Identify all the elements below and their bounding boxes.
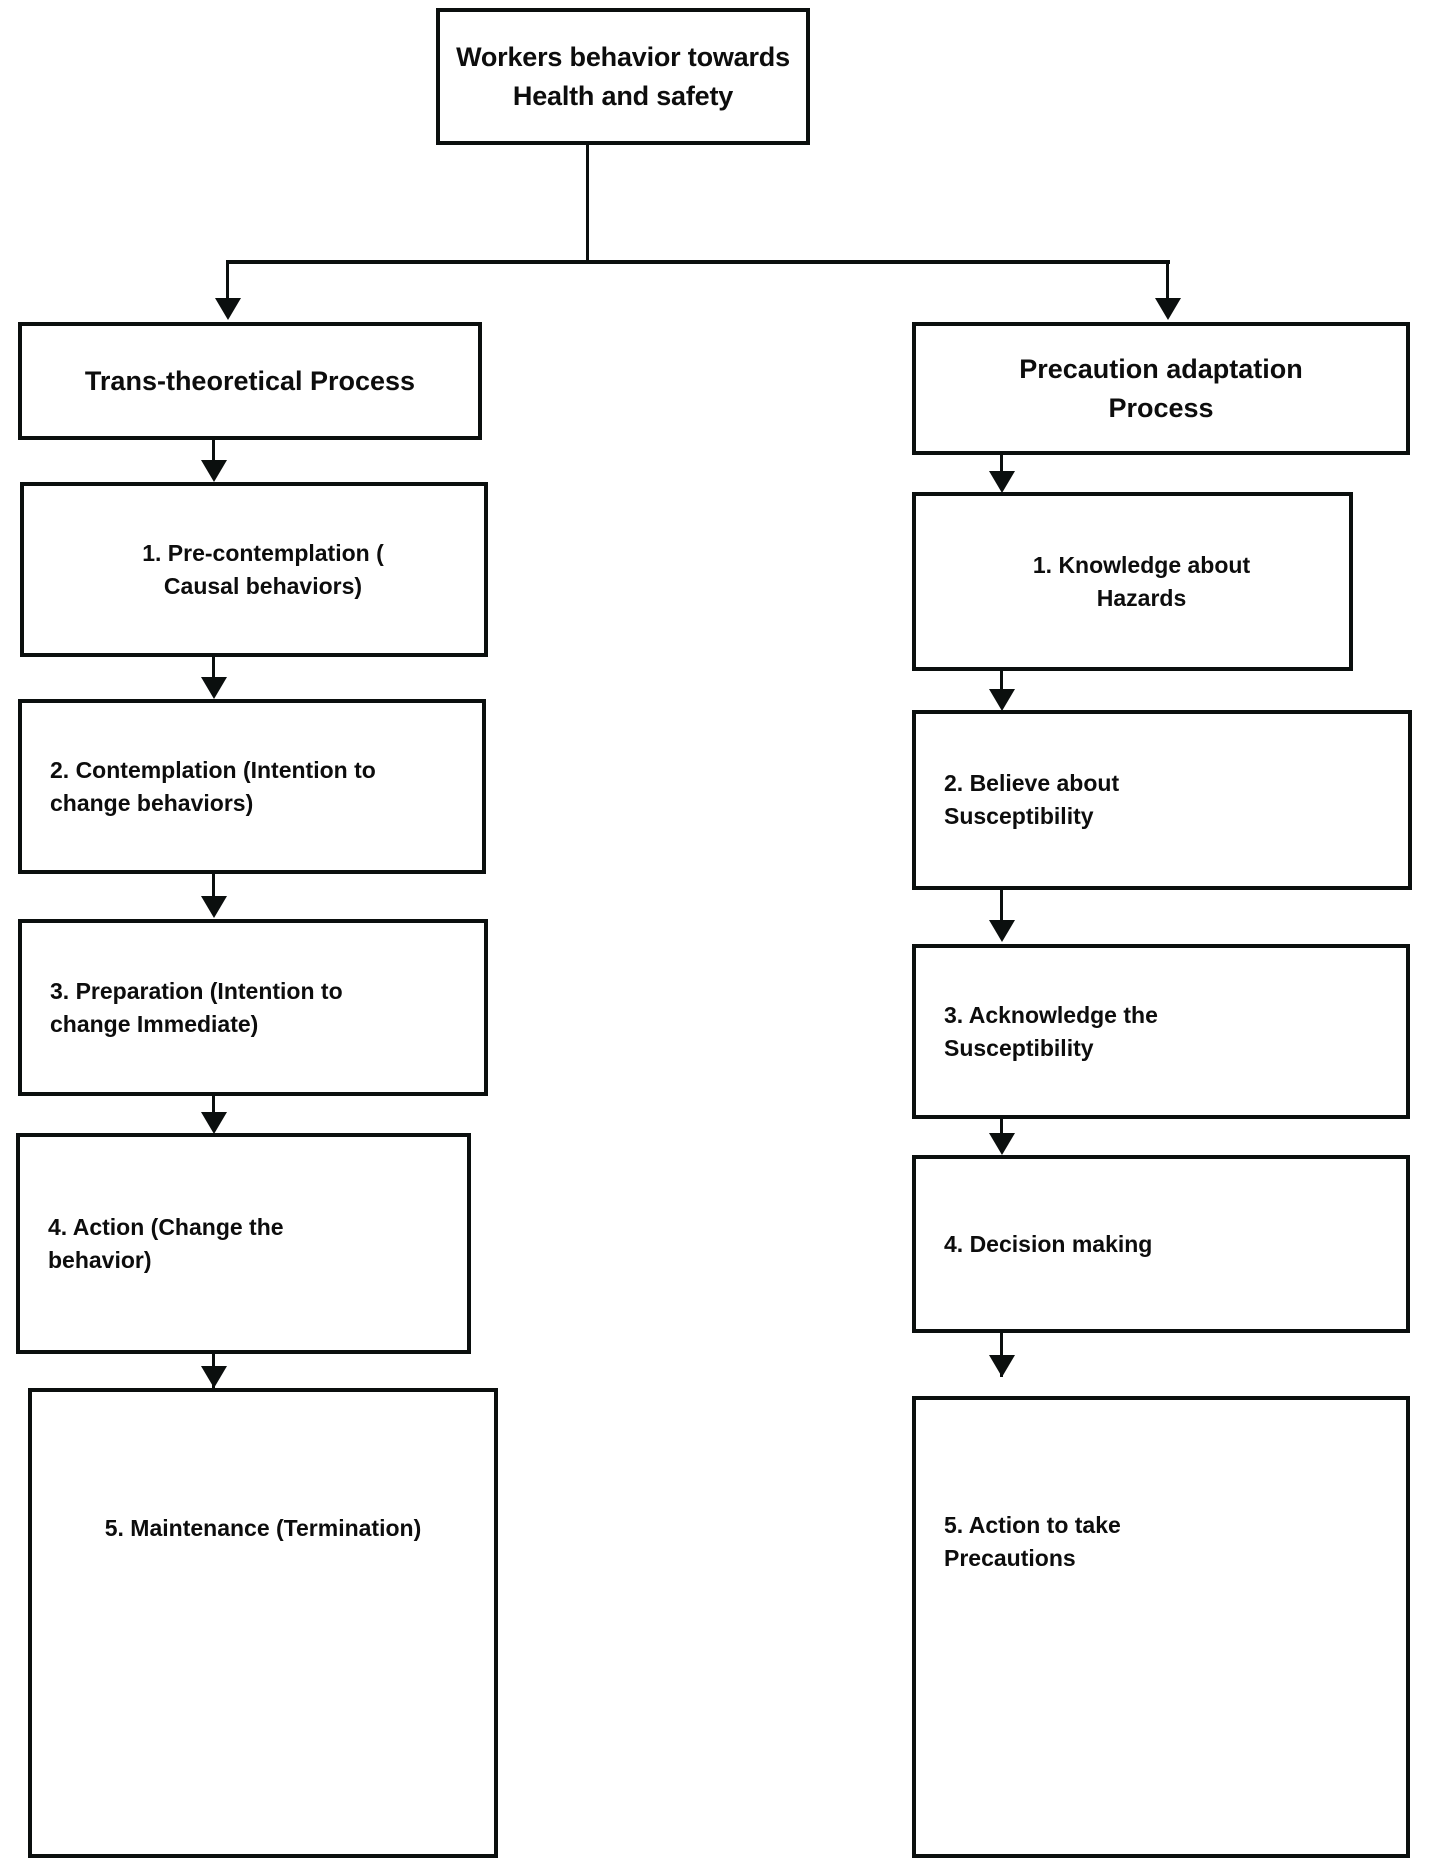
column-header-precaution-adaptation-process: Precaution adaptation Process bbox=[912, 322, 1410, 455]
right-step-1: 1. Knowledge about Hazards bbox=[912, 492, 1353, 671]
connector-right-header-to-step-1 bbox=[1000, 455, 1003, 481]
connector-root-stem bbox=[586, 145, 589, 263]
arrowhead-right-step-4 bbox=[989, 1133, 1015, 1155]
arrowhead-left-step-4 bbox=[201, 1112, 227, 1134]
arrowhead-right-step-2 bbox=[989, 689, 1015, 711]
right-step-4-label: 4. Decision making bbox=[944, 1230, 1153, 1257]
root-node-workers-behavior: Workers behavior towards Health and safe… bbox=[436, 8, 810, 145]
right-step-5-label: 5. Action to take Precautions bbox=[944, 1512, 1121, 1571]
left-step-2-label: 2. Contemplation (Intention to change be… bbox=[50, 756, 376, 816]
column-header-label: Precaution adaptation Process bbox=[1019, 354, 1303, 423]
arrowhead-left-step-5 bbox=[201, 1366, 227, 1388]
left-step-5: 5. Maintenance (Termination) bbox=[28, 1388, 498, 1858]
left-step-1: 1. Pre-contemplation ( Causal behaviors) bbox=[20, 482, 488, 657]
right-step-3-label: 3. Acknowledge the Susceptibility bbox=[944, 1001, 1158, 1061]
right-step-3: 3. Acknowledge the Susceptibility bbox=[912, 944, 1410, 1119]
left-step-2: 2. Contemplation (Intention to change be… bbox=[18, 699, 486, 874]
left-step-4-label: 4. Action (Change the behavior) bbox=[48, 1213, 284, 1273]
arrowhead-right-step-1 bbox=[989, 471, 1015, 493]
left-step-3: 3. Preparation (Intention to change Imme… bbox=[18, 919, 488, 1096]
arrowhead-right-step-3 bbox=[989, 920, 1015, 942]
left-step-3-label: 3. Preparation (Intention to change Imme… bbox=[50, 977, 343, 1037]
arrowhead-left-step-1 bbox=[201, 460, 227, 482]
connector-right-step-3-to-4 bbox=[1000, 1119, 1003, 1139]
connector-left-step-2-to-3 bbox=[212, 874, 215, 900]
connector-right-step-1-to-2 bbox=[1000, 671, 1003, 697]
arrowhead-to-left-column bbox=[215, 298, 241, 320]
arrowhead-left-step-3 bbox=[201, 896, 227, 918]
arrowhead-right-step-5 bbox=[989, 1355, 1015, 1377]
left-step-4: 4. Action (Change the behavior) bbox=[16, 1133, 471, 1354]
arrowhead-to-right-column bbox=[1155, 298, 1181, 320]
root-node-label: Workers behavior towards Health and safe… bbox=[456, 42, 790, 111]
right-step-2: 2. Believe about Susceptibility bbox=[912, 710, 1412, 890]
column-header-trans-theoretical-process: Trans-theoretical Process bbox=[18, 322, 482, 440]
connector-right-step-2-to-3 bbox=[1000, 890, 1003, 924]
connector-root-to-left-column bbox=[226, 260, 229, 302]
left-step-5-label: 5. Maintenance (Termination) bbox=[104, 1514, 422, 1541]
right-step-2-label: 2. Believe about Susceptibility bbox=[944, 770, 1120, 829]
arrowhead-left-step-2 bbox=[201, 677, 227, 699]
left-step-1-label: 1. Pre-contemplation ( Causal behaviors) bbox=[142, 539, 384, 599]
connector-root-horizontal-bar bbox=[228, 260, 1170, 264]
right-step-1-label: 1. Knowledge about Hazards bbox=[1032, 551, 1251, 611]
right-step-5: 5. Action to take Precautions bbox=[912, 1396, 1410, 1858]
right-step-4: 4. Decision making bbox=[912, 1155, 1410, 1333]
connector-left-header-to-step-1 bbox=[212, 440, 215, 464]
column-header-label: Trans-theoretical Process bbox=[84, 365, 416, 396]
connector-root-to-right-column bbox=[1166, 260, 1169, 302]
connector-left-step-3-to-4 bbox=[212, 1096, 215, 1116]
connector-left-step-1-to-2 bbox=[212, 657, 215, 681]
